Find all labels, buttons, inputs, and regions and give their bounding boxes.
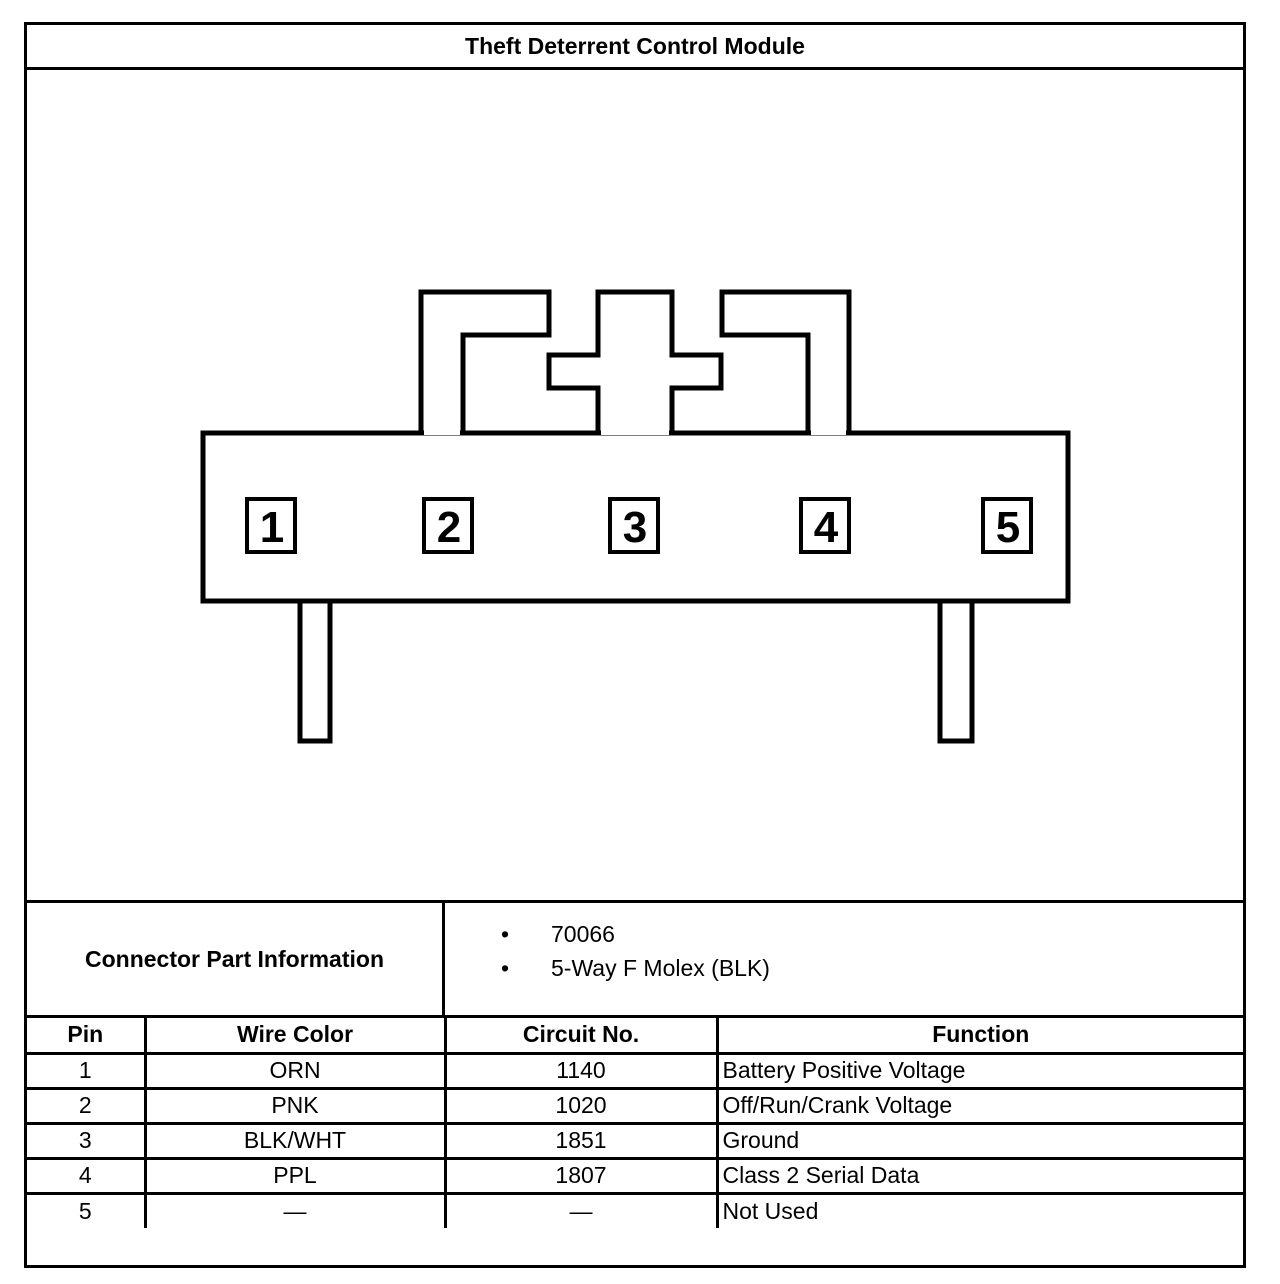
part-info-item: • 5-Way F Molex (BLK) [445, 951, 1243, 985]
pin-box-3 [608, 497, 660, 554]
cell-pin: 3 [27, 1121, 147, 1160]
table-row: 4 PPL 1807 Class 2 Serial Data [27, 1156, 1243, 1195]
cell-circuit: 1807 [443, 1156, 719, 1195]
cell-wire-color: PPL [143, 1156, 447, 1195]
connector-part-info: Connector Part Information • 70066 • 5-W… [27, 900, 1243, 1018]
cell-function: Battery Positive Voltage [715, 1051, 1243, 1090]
part-number: 70066 [551, 921, 615, 947]
cell-circuit: 1851 [443, 1121, 719, 1160]
bullet-icon: • [501, 921, 510, 947]
page-title: Theft Deterrent Control Module [27, 25, 1243, 70]
part-info-list: • 70066 • 5-Way F Molex (BLK) [445, 903, 1243, 1015]
bullet-icon: • [501, 955, 510, 981]
cell-circuit: — [443, 1191, 719, 1228]
cell-circuit: 1140 [443, 1051, 719, 1090]
header-function: Function [715, 1018, 1243, 1055]
cell-function: Not Used [715, 1191, 1243, 1228]
connector-chart-frame: Theft Deterrent Control Module [24, 22, 1246, 1268]
cell-wire-color: ORN [143, 1051, 447, 1090]
cell-function: Class 2 Serial Data [715, 1156, 1243, 1195]
pin-label-1: 1 [260, 503, 284, 552]
part-info-label: Connector Part Information [27, 903, 445, 1015]
table-header-row: Pin Wire Color Circuit No. Function [27, 1018, 1243, 1055]
pin-box-5 [981, 497, 1033, 554]
cell-circuit: 1020 [443, 1086, 719, 1125]
pin-box-1 [245, 497, 297, 554]
cell-function: Ground [715, 1121, 1243, 1160]
pin-label-4: 4 [814, 503, 839, 552]
left-latch [418, 289, 552, 433]
pin-box-4 [799, 497, 851, 554]
cell-function: Off/Run/Crank Voltage [715, 1086, 1243, 1125]
header-pin: Pin [27, 1018, 147, 1055]
center-lock [546, 289, 724, 433]
header-circuit-no: Circuit No. [443, 1018, 719, 1055]
pin-label-2: 2 [437, 503, 461, 552]
pin-label-3: 3 [623, 503, 647, 552]
cell-wire-color: BLK/WHT [143, 1121, 447, 1160]
part-info-item: • 70066 [445, 917, 1243, 951]
right-latch [719, 289, 852, 433]
table-row: 2 PNK 1020 Off/Run/Crank Voltage [27, 1086, 1243, 1125]
right-foot [937, 601, 975, 744]
pin-label-5: 5 [996, 503, 1020, 552]
cell-pin: 5 [27, 1191, 147, 1228]
connector-drawing: 1 2 3 4 5 [200, 289, 1071, 744]
table-row: 3 BLK/WHT 1851 Ground [27, 1121, 1243, 1160]
table-row: 1 ORN 1140 Battery Positive Voltage [27, 1051, 1243, 1090]
connector-type: 5-Way F Molex (BLK) [551, 955, 770, 981]
pin-box-2 [422, 497, 474, 554]
pin-table: Pin Wire Color Circuit No. Function 1 OR… [27, 1018, 1243, 1228]
cell-pin: 4 [27, 1156, 147, 1195]
header-wire-color: Wire Color [143, 1018, 447, 1055]
cell-pin: 1 [27, 1051, 147, 1090]
left-foot [297, 601, 333, 744]
cell-wire-color: — [143, 1191, 447, 1228]
connector-diagram: 1 2 3 4 5 [27, 70, 1243, 900]
table-row: 5 — — Not Used [27, 1191, 1243, 1228]
cell-wire-color: PNK [143, 1086, 447, 1125]
cell-pin: 2 [27, 1086, 147, 1125]
